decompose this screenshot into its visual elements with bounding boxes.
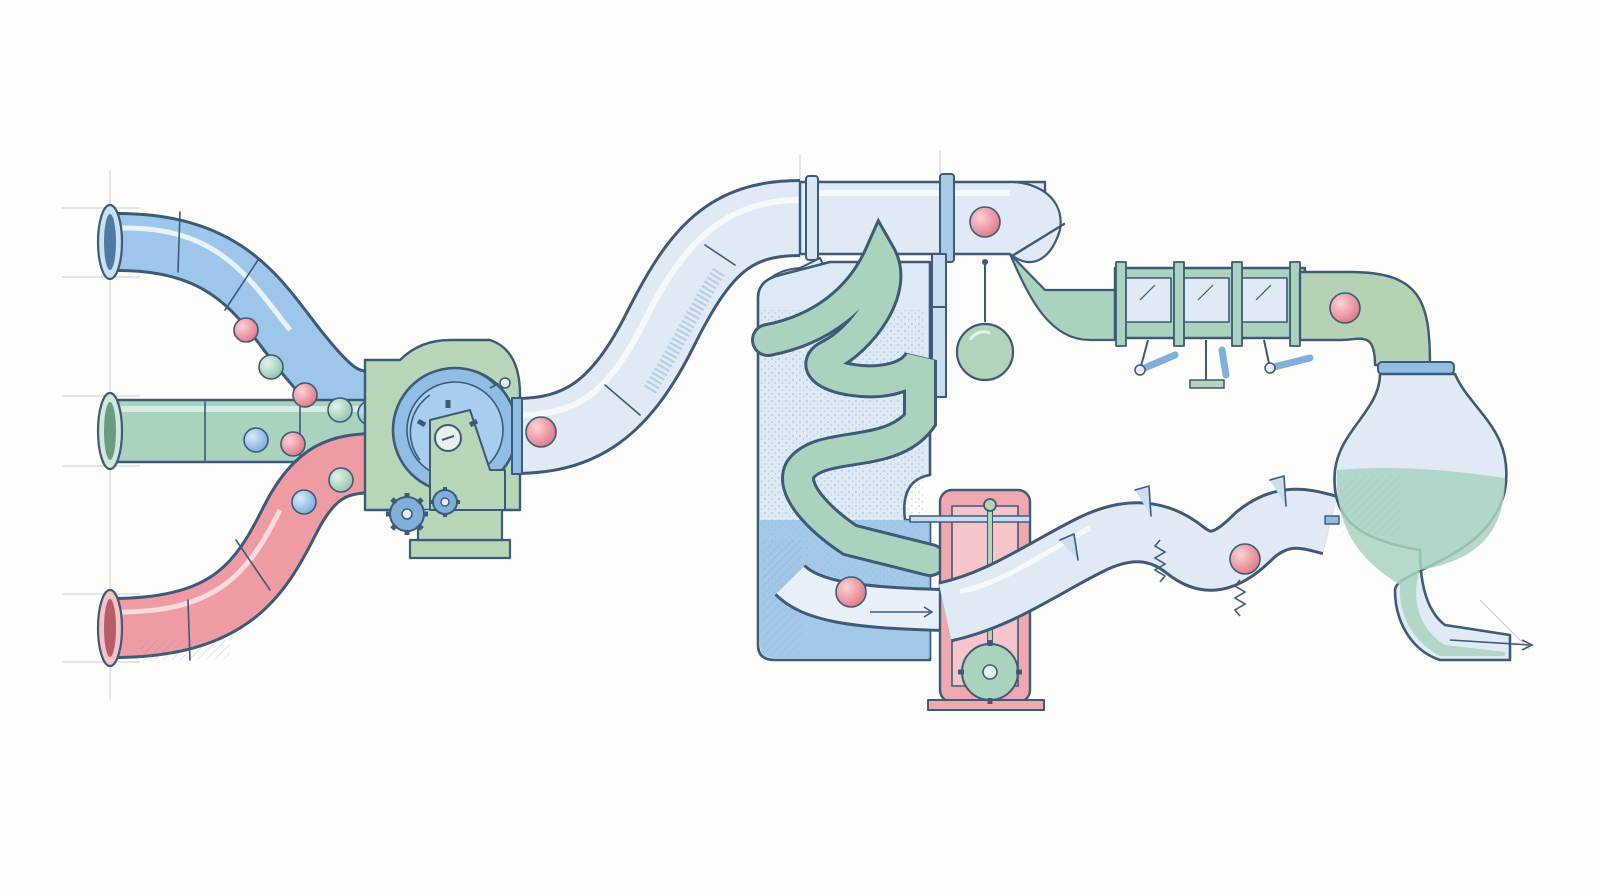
blue-inlet-pipe [96,203,381,430]
red-inlet-pipe [96,431,385,668]
flask-reservoir [1298,270,1534,662]
gear-teeth-main [416,400,479,428]
rising-glass-tube [511,179,802,475]
pendulum-weight [931,253,1015,398]
wavy-spring-tube [937,475,1338,643]
flap-valve-gates [1113,261,1314,389]
geared-mixer-wheel [363,338,522,560]
small-gear-left [386,493,428,535]
small-gear-right [430,487,460,517]
top-horizontal-pipe [798,173,1117,342]
spiral-sand-tank [751,217,947,662]
